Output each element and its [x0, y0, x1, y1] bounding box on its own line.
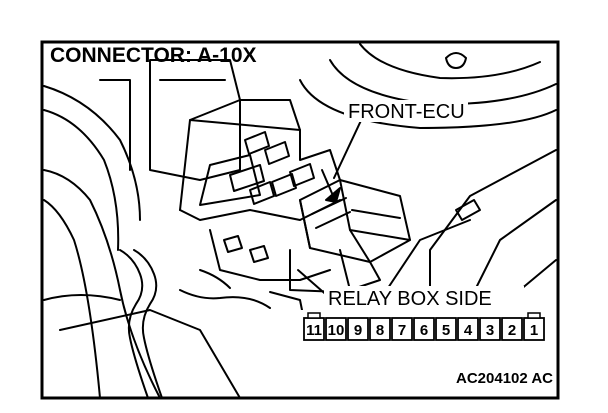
terminal-cell-4 — [457, 317, 479, 341]
terminal-number-2: 2 — [508, 322, 516, 339]
figure-code: AC204102 AC — [456, 370, 553, 387]
terminal-number-11: 11 — [306, 322, 322, 339]
terminal-cell-8 — [369, 317, 391, 341]
terminal-cell-9 — [347, 317, 369, 341]
terminal-number-10: 10 — [328, 322, 345, 339]
terminal-number-4: 4 — [464, 322, 473, 339]
terminal-number-1: 1 — [530, 322, 538, 339]
relay-box-side-label: RELAY BOX SIDE — [328, 288, 492, 310]
terminal-number-8: 8 — [376, 322, 384, 339]
terminal-cell-2 — [501, 317, 523, 341]
terminal-cell-3 — [479, 317, 501, 341]
terminal-number-3: 3 — [486, 322, 494, 339]
terminal-key-tab — [527, 312, 541, 319]
terminal-cell-10 — [325, 317, 347, 341]
terminal-cell-6 — [413, 317, 435, 341]
terminal-number-6: 6 — [420, 322, 428, 339]
connector-title: CONNECTOR: A-10X — [50, 44, 257, 67]
terminal-number-7: 7 — [398, 322, 406, 339]
terminal-number-5: 5 — [442, 322, 450, 339]
terminal-cell-7 — [391, 317, 413, 341]
terminal-key-tab — [307, 312, 321, 319]
engine-bay-illustration — [43, 43, 557, 399]
front-ecu-label: FRONT-ECU — [348, 101, 465, 123]
terminal-cell-5 — [435, 317, 457, 341]
terminal-number-9: 9 — [354, 322, 362, 339]
